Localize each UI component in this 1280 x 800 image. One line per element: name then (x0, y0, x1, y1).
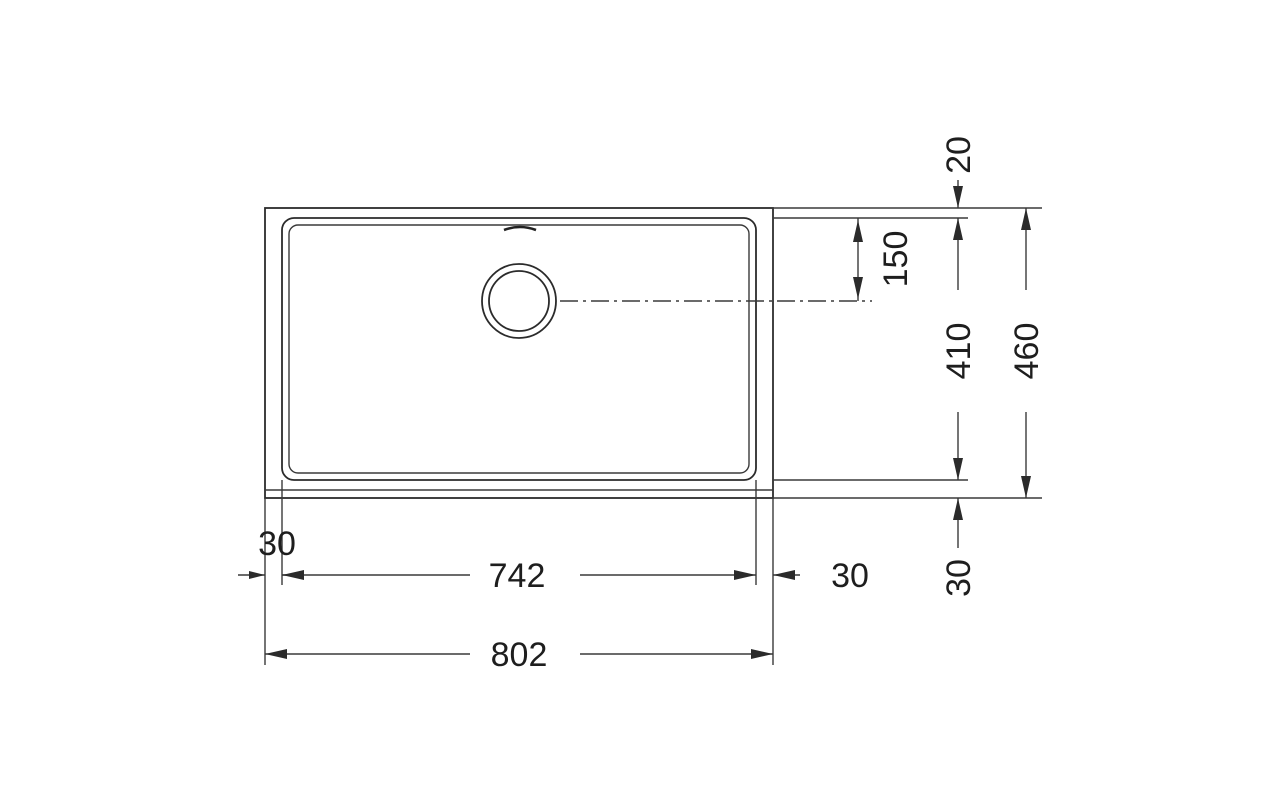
dim-right-margin-label: 30 (831, 557, 869, 595)
sink-outline (264, 207, 774, 499)
extension-lines-bottom (264, 480, 757, 665)
dim-bowl-width-label: 742 (489, 557, 546, 595)
dim-drain-offset-label: 150 (877, 231, 915, 288)
dim-overall-depth-label: 460 (1008, 323, 1046, 380)
overflow-slot (503, 225, 537, 232)
dim-left-margin: 30 (238, 525, 298, 579)
dim-top-offset: 20 (940, 136, 978, 208)
dim-left-margin-label: 30 (258, 525, 296, 563)
dim-overall-width: 802 (265, 636, 773, 674)
dim-top-offset-label: 20 (940, 136, 978, 174)
dim-bowl-depth: 410 (940, 218, 978, 480)
sink-bowl-outer (281, 217, 757, 481)
dim-right-margin: 30 (773, 557, 869, 595)
sink-bowl-inner (288, 224, 750, 474)
dim-drain-offset: 150 (853, 218, 915, 301)
dim-bowl-width: 742 (282, 557, 756, 595)
dim-overall-depth: 460 (1008, 208, 1046, 498)
dim-bottom-margin: 30 (940, 498, 978, 597)
dim-bottom-margin-label: 30 (940, 559, 978, 597)
extension-lines-right (772, 207, 1042, 665)
drain-inner (488, 270, 550, 332)
dim-overall-width-label: 802 (491, 636, 548, 674)
drain-outer (481, 263, 557, 339)
dim-bowl-depth-label: 410 (940, 323, 978, 380)
sink-outer-rim (264, 207, 774, 499)
